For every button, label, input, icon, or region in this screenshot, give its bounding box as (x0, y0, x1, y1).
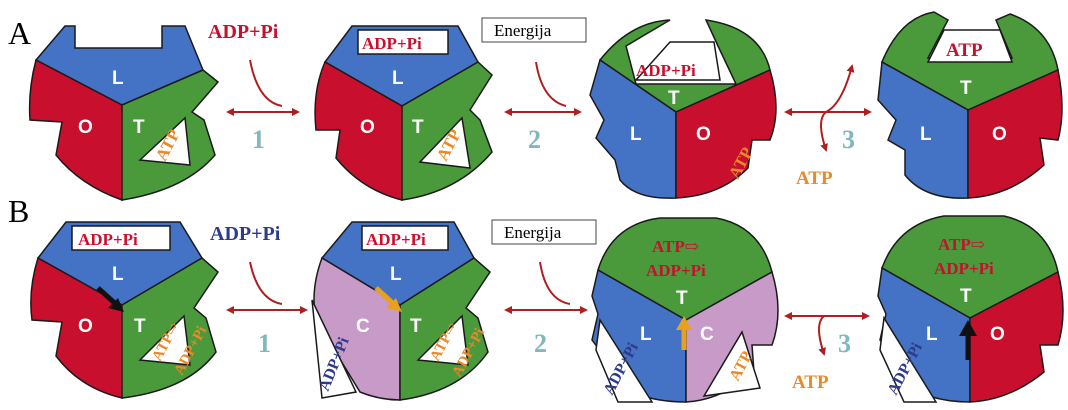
atp-arrow-label: ATP⇨ (938, 235, 985, 254)
bound-adp-pi-label: ADP+Pi (646, 261, 706, 280)
binding-pocket (138, 116, 191, 166)
binding-pocket (879, 315, 938, 403)
rotation-marker-head (959, 320, 977, 336)
step-number-1-a: 1 (252, 125, 265, 154)
subunit-tight (121, 257, 219, 399)
subunit-label-t: T (134, 316, 146, 337)
binding-pocket (311, 299, 358, 399)
enzyme-b1: ADP+Pi L O T ATP⇨ ADP+Pi (30, 221, 219, 399)
enzyme-b4: ATP⇨ ADP+Pi T L O ADP+Pi (877, 215, 1064, 403)
rotation-marker-head (386, 298, 402, 312)
bound-adp-pi-label: ADP+Pi (934, 259, 994, 278)
bound-adp-pi-label: ADP+Pi (78, 230, 138, 249)
subunit-label-o: O (78, 117, 93, 138)
subunit-label-o: O (696, 124, 711, 145)
subunit-label-l: L (392, 68, 404, 89)
binding-pocket (138, 314, 191, 366)
step-2-b-arrows (504, 261, 588, 314)
binding-pocket (418, 116, 471, 169)
free-adp-pi-a: ADP+Pi (208, 21, 279, 43)
energy-box-b (491, 219, 597, 245)
subunit-label-t: T (410, 316, 422, 337)
energy-label-a: Energija (494, 21, 552, 40)
step-1-a-arrows (226, 59, 300, 116)
subunit-label-t: T (412, 117, 424, 138)
enzyme-a4: ATP T L O (877, 11, 1063, 199)
rotation-marker-head (676, 316, 692, 330)
enzyme-a3: ADP+Pi T L O ATP (589, 19, 777, 199)
subunit-label-t: T (676, 288, 688, 309)
subunit-label-l: L (920, 124, 932, 145)
subunit-label-l: L (926, 324, 938, 345)
binding-pocket (702, 330, 761, 397)
bound-adp-pi-label: ADP+Pi (366, 230, 426, 249)
binding-pocket (634, 41, 721, 81)
enzyme-a1: L O T ATP (28, 25, 220, 202)
subunit-label-l: L (112, 68, 124, 89)
step-number-2-b: 2 (534, 329, 547, 358)
energy-box-a (481, 17, 587, 43)
binding-pocket (595, 317, 654, 403)
subunit-open (967, 68, 1063, 199)
atp-arrow-label: ATP⇨ (652, 237, 699, 256)
subunit-label-c: C (356, 316, 370, 337)
panel-label-b: B (8, 193, 29, 229)
step-3-b-arrows (784, 312, 870, 356)
step-number-3-b: 3 (838, 329, 851, 358)
enzyme-b3: ATP⇨ ADP+Pi T L C ADP+Pi ATP (591, 217, 779, 403)
step-number-1-b: 1 (258, 329, 271, 358)
enzyme-b2: ADP+Pi L C T ADP+Pi ATP⇨ ADP+Pi (311, 221, 491, 401)
binding-pocket (361, 225, 449, 251)
subunit-label-t: T (668, 88, 680, 109)
bound-adp-pi-label: ADP+Pi (636, 61, 696, 80)
subunit-label-t: T (960, 286, 972, 307)
subunit-label-l: L (640, 324, 652, 345)
subunit-label-o: O (990, 324, 1005, 345)
binding-pocket (357, 29, 449, 55)
binding-pocket (71, 225, 171, 251)
subunit-open (28, 58, 123, 202)
subunit-label-l: L (112, 264, 124, 285)
subunit-open (30, 256, 123, 399)
bound-atp-label: ATP (946, 40, 983, 61)
subunit-label-o: O (992, 124, 1007, 145)
subunit-open (314, 60, 403, 201)
panel-label-a: A (8, 15, 31, 51)
released-atp-a: ATP (796, 168, 833, 189)
rotation-marker-head (108, 298, 124, 312)
step-3-a-arrows (784, 64, 872, 152)
energy-label-b: Energija (504, 223, 562, 242)
binding-pocket (416, 314, 469, 366)
step-number-2-a: 2 (528, 125, 541, 154)
subunit-closed (685, 270, 779, 403)
released-atp-b: ATP (792, 372, 829, 393)
subunit-label-t: T (960, 78, 972, 99)
subunit-open (969, 270, 1064, 403)
subunit-label-l: L (630, 124, 642, 145)
subunit-label-c: C (700, 324, 714, 345)
subunit-open (675, 68, 777, 199)
subunit-label-l: L (390, 264, 402, 285)
bound-adp-pi-label: ADP+Pi (362, 34, 422, 53)
subunit-label-o: O (78, 316, 93, 337)
subunit-label-t: T (133, 117, 145, 138)
binding-pocket (926, 29, 1014, 63)
step-2-a-arrows (504, 61, 582, 116)
enzyme-a2: ADP+Pi L O T ATP (314, 25, 493, 201)
free-adp-pi-b: ADP+Pi (210, 223, 281, 245)
step-number-3-a: 3 (842, 125, 855, 154)
step-1-b-arrows (226, 261, 308, 314)
subunit-label-o: O (360, 117, 375, 138)
